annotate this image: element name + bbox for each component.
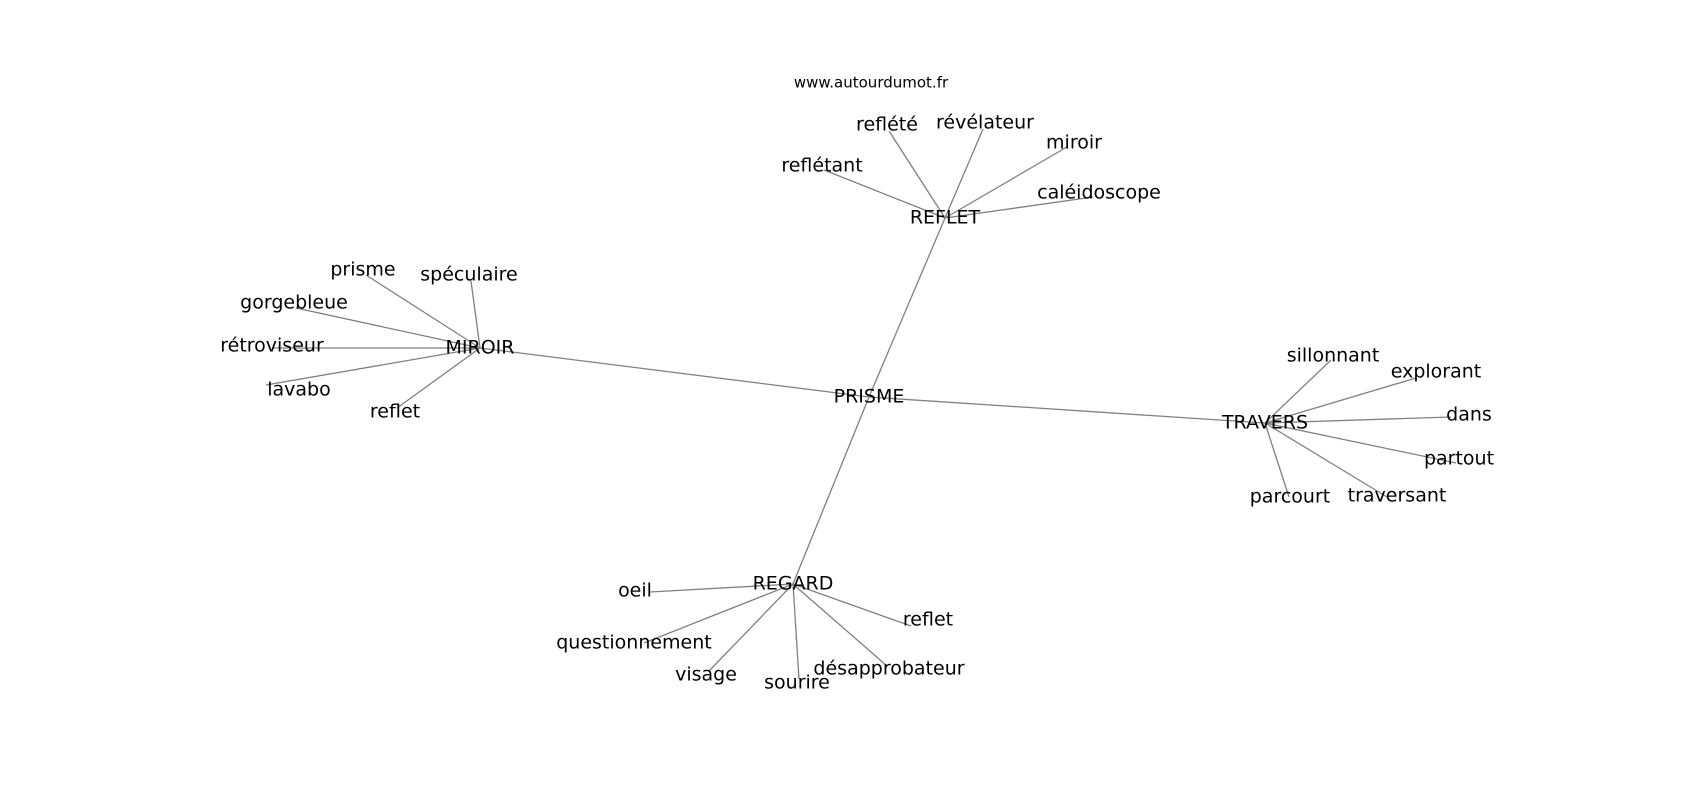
- edge-reflet-2: [944, 146, 1068, 219]
- word-node-regard-3: sourire: [764, 672, 830, 694]
- hub-node-reflet: REFLET: [910, 207, 981, 229]
- edge-miroir-2: [295, 307, 481, 349]
- edge-center-reflet: [868, 217, 946, 398]
- edge-travers-4: [1264, 422, 1388, 498]
- word-node-miroir-2: gorgebleue: [240, 292, 348, 314]
- edge-regard-4: [792, 583, 888, 667]
- word-node-regard-5: reflet: [903, 609, 953, 631]
- edge-reflet-0: [888, 130, 946, 219]
- edge-center-regard: [792, 396, 870, 585]
- word-node-reflet-0: reflété: [856, 114, 918, 136]
- word-node-regard-2: visage: [675, 664, 737, 686]
- hub-node-travers: TRAVERS: [1221, 412, 1308, 434]
- edge-regard-2: [708, 583, 794, 672]
- word-node-miroir-4: lavabo: [267, 379, 331, 401]
- edge-miroir-4: [265, 347, 481, 386]
- word-node-regard-0: oeil: [618, 580, 652, 602]
- word-node-miroir-3: rétroviseur: [220, 335, 324, 357]
- word-node-reflet-1: révélateur: [936, 112, 1034, 134]
- edge-regard-1: [643, 583, 794, 644]
- edge-regard-0: [649, 583, 794, 593]
- word-node-miroir-0: prisme: [330, 259, 395, 281]
- edge-regard-5: [792, 583, 912, 627]
- edge-travers-5: [1264, 422, 1290, 498]
- edge-miroir-0: [365, 274, 481, 349]
- edge-regard-3: [792, 583, 800, 680]
- edge-reflet-1: [944, 128, 984, 219]
- word-node-reflet-4: caléidoscope: [1037, 182, 1161, 204]
- word-node-travers-1: explorant: [1391, 361, 1482, 383]
- center-node-label: PRISME: [834, 386, 905, 408]
- word-node-regard-4: désapprobateur: [813, 658, 964, 680]
- edge-center-miroir: [479, 347, 870, 398]
- edge-miroir-5: [396, 347, 481, 409]
- source-credit[interactable]: www.autourdumot.fr: [794, 74, 949, 92]
- word-node-travers-3: partout: [1424, 448, 1494, 470]
- word-node-travers-2: dans: [1446, 404, 1492, 426]
- word-node-reflet-2: miroir: [1046, 132, 1102, 154]
- word-node-travers-4: traversant: [1348, 485, 1447, 507]
- edge-reflet-3: [823, 169, 946, 219]
- edge-travers-0: [1264, 359, 1332, 424]
- edge-travers-3: [1264, 422, 1457, 464]
- edge-travers-2: [1264, 416, 1452, 424]
- word-node-miroir-5: reflet: [370, 401, 420, 423]
- edge-reflet-4: [944, 196, 1094, 219]
- word-node-travers-5: parcourt: [1250, 486, 1330, 508]
- edge-miroir-1: [470, 280, 481, 349]
- word-node-regard-1: questionnement: [556, 632, 712, 654]
- word-node-travers-0: sillonnant: [1287, 345, 1380, 367]
- edge-center-travers: [868, 396, 1266, 424]
- edges-layer: [265, 128, 1457, 680]
- hub-node-miroir: MIROIR: [446, 337, 515, 359]
- word-node-miroir-1: spéculaire: [420, 264, 517, 286]
- word-node-reflet-3: reflétant: [781, 155, 862, 177]
- hub-node-regard: REGARD: [753, 573, 834, 595]
- labels-layer: www.autourdumot.fr PRISME REFLET reflété r…: [220, 74, 1494, 694]
- edge-travers-1: [1264, 377, 1417, 424]
